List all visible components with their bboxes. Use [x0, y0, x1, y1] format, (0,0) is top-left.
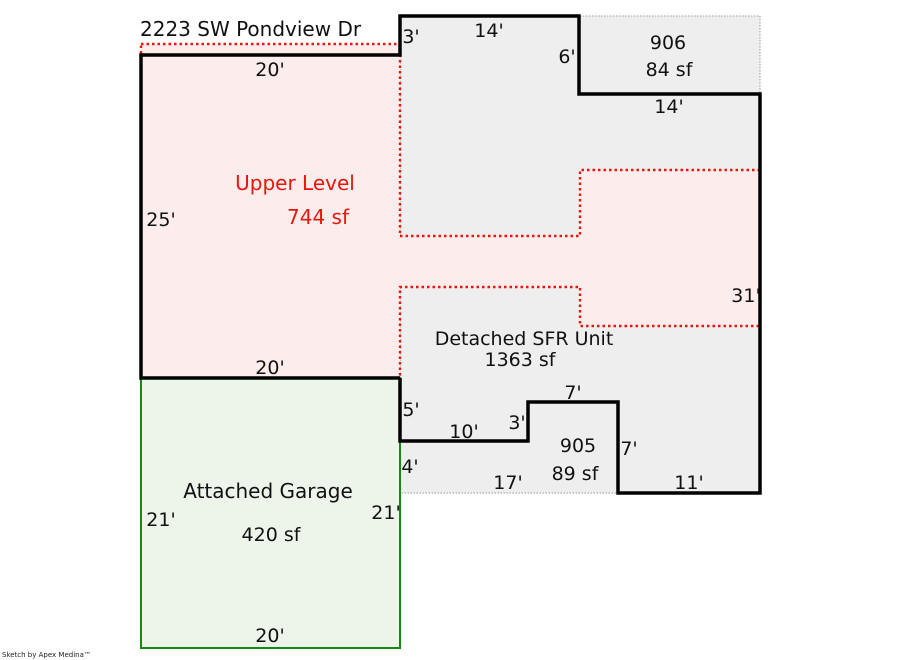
unit-area: 1363 sf	[485, 349, 557, 371]
dim-unit-bottom-right: 11'	[674, 472, 703, 494]
sub-area-905-area: 89 sf	[552, 463, 600, 485]
address-label: 2223 SW Pondview Dr	[140, 17, 362, 41]
dim-unit-step-up: 3'	[508, 412, 525, 434]
upper-level-fill	[141, 44, 760, 378]
dim-bump-right: 7'	[620, 438, 637, 460]
sub-area-906-area: 84 sf	[646, 59, 694, 81]
sketch-credit: Sketch by Apex Medina™	[2, 651, 91, 659]
dim-garage-bottom: 20'	[255, 625, 284, 647]
garage-fill	[141, 378, 400, 648]
dim-lower-bottom: 17'	[493, 472, 522, 494]
dim-upper-left: 25'	[146, 209, 175, 231]
dim-unit-right: 31'	[731, 285, 760, 307]
unit-name: Detached SFR Unit	[435, 328, 614, 350]
dim-garage-right: 21'	[371, 502, 400, 524]
upper-level-outline	[139, 42, 762, 380]
dim-unit-notch-side: 6'	[558, 46, 575, 68]
dim-unit-jog-left: 3'	[402, 26, 419, 48]
upper-level-name: Upper Level	[235, 171, 355, 195]
dim-garage-left: 21'	[146, 509, 175, 531]
dim-upper-bottom: 20'	[255, 357, 284, 379]
main-building-outline	[139, 14, 762, 495]
upper-level-area: 744 sf	[287, 205, 350, 229]
dim-lower-left: 4'	[401, 456, 418, 478]
dim-unit-step-run: 10'	[449, 421, 478, 443]
dim-unit-step-down: 5'	[402, 399, 419, 421]
sub-area-905-name: 905	[560, 435, 596, 457]
dim-bump-top: 7'	[564, 382, 581, 404]
garage-area: 420 sf	[242, 524, 302, 546]
dim-unit-notch-bottom: 14'	[654, 96, 683, 118]
sub-area-906-name: 906	[650, 32, 686, 54]
dim-upper-top: 20'	[255, 59, 284, 81]
garage-name: Attached Garage	[183, 479, 353, 503]
dim-unit-top: 14'	[474, 20, 503, 42]
